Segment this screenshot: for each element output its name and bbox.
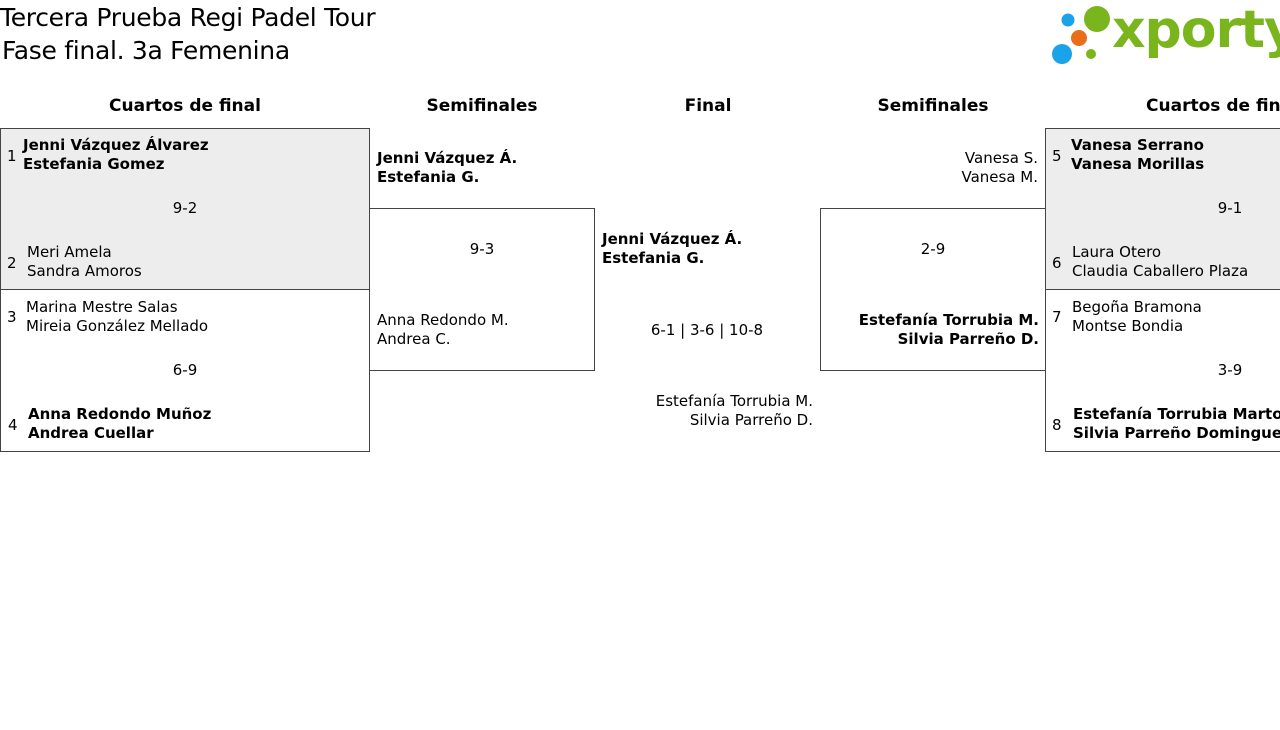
team-6: Laura Otero Claudia Caballero Plaza [1072, 243, 1248, 281]
seed-number: 7 [1052, 308, 1062, 326]
player-name: Jenni Vázquez Álvarez [23, 136, 209, 154]
xporty-logo: xporty [1050, 0, 1280, 68]
seed-number: 2 [7, 254, 17, 272]
player-name: Anna Redondo Muñoz [28, 405, 212, 423]
semi-left-team-a: Jenni Vázquez Á. Estefania G. [377, 149, 517, 187]
phase-subtitle: Fase final. 3a Femenina [2, 36, 290, 65]
quarterfinal-match-4[interactable]: 7 Begoña Bramona Montse Bondia 3-9 8 Est… [1045, 289, 1280, 452]
tournament-title: Tercera Prueba Regi Padel Tour [0, 3, 376, 32]
final-team-a: Jenni Vázquez Á. Estefania G. [602, 230, 742, 268]
team-7: Begoña Bramona Montse Bondia [1072, 298, 1202, 336]
team-3: Marina Mestre Salas Mireia González Mell… [26, 298, 208, 336]
match-score: 6-9 [172, 361, 198, 379]
round-title-left-semis: Semifinales [426, 96, 538, 116]
semi-right-team-b: Estefanía Torrubia M. Silvia Parreño D. [829, 311, 1039, 349]
player-name: Estefania G. [377, 168, 480, 186]
quarterfinal-match-3[interactable]: 5 Vanesa Serrano Vanesa Morillas 9-1 6 L… [1045, 128, 1280, 290]
quarterfinal-match-2[interactable]: 3 Marina Mestre Salas Mireia González Me… [0, 289, 370, 452]
semifinal-match-right[interactable]: 2-9 Estefanía Torrubia M. Silvia Parreño… [820, 208, 1046, 371]
player-name: Silvia Parreño Dominguez [1073, 424, 1280, 442]
logo-dots-icon [1052, 6, 1110, 64]
seed-number: 8 [1052, 416, 1062, 434]
match-score: 9-3 [469, 240, 495, 258]
player-name: Jenni Vázquez Á. [602, 230, 743, 248]
seed-number: 4 [8, 416, 18, 434]
quarterfinal-match-1[interactable]: 1 Jenni Vázquez Álvarez Estefania Gomez … [0, 128, 370, 290]
seed-number: 3 [7, 308, 17, 326]
round-title-right-semis: Semifinales [877, 96, 989, 116]
round-title-final: Final [684, 96, 732, 116]
final-score: 6-1 | 3-6 | 10-8 [650, 321, 764, 339]
semi-right-team-a: Vanesa S. Vanesa M. [838, 149, 1038, 187]
team-1: Jenni Vázquez Álvarez Estefania Gomez [23, 136, 209, 174]
match-score: 9-2 [172, 199, 198, 217]
player-name: Jenni Vázquez Á. [377, 149, 518, 167]
player-name: Silvia Parreño D. [897, 330, 1039, 348]
player-name: Estefanía Torrubia Martos [1073, 405, 1280, 423]
player-name: Estefanía Torrubia M. [858, 311, 1039, 329]
player-name: Estefania G. [602, 249, 705, 267]
team-5: Vanesa Serrano Vanesa Morillas [1071, 136, 1204, 174]
round-title-left-quarters: Cuartos de final [109, 96, 261, 116]
match-score: 3-9 [1217, 361, 1243, 379]
player-name: Andrea C. [377, 330, 451, 348]
team-4: Anna Redondo Muñoz Andrea Cuellar [28, 405, 211, 443]
semi-left-team-b: Anna Redondo M. Andrea C. [377, 311, 509, 349]
match-score: 9-1 [1217, 199, 1243, 217]
logo-text: xporty [1112, 0, 1280, 60]
player-name: Anna Redondo M. [377, 311, 509, 329]
player-name: Sandra Amoros [27, 262, 142, 280]
seed-number: 1 [7, 147, 17, 165]
player-name: Vanesa Morillas [1071, 155, 1205, 173]
player-name: Estefanía Torrubia M. [655, 392, 813, 410]
player-name: Meri Amela [27, 243, 112, 261]
semifinal-match-left[interactable]: 9-3 Anna Redondo M. Andrea C. [369, 208, 595, 371]
player-name: Vanesa M. [961, 168, 1038, 186]
player-name: Vanesa Serrano [1071, 136, 1204, 154]
round-title-right-quarters: Cuartos de final [1146, 96, 1280, 116]
player-name: Mireia González Mellado [26, 317, 209, 335]
seed-number: 6 [1052, 254, 1062, 272]
player-name: Montse Bondia [1072, 317, 1184, 335]
team-2: Meri Amela Sandra Amoros [27, 243, 142, 281]
player-name: Claudia Caballero Plaza [1072, 262, 1249, 280]
player-name: Laura Otero [1072, 243, 1162, 261]
player-name: Estefania Gomez [23, 155, 165, 173]
player-name: Marina Mestre Salas [26, 298, 178, 316]
seed-number: 5 [1052, 147, 1062, 165]
team-8: Estefanía Torrubia Martos Silvia Parreño… [1073, 405, 1280, 443]
player-name: Begoña Bramona [1072, 298, 1202, 316]
final-team-b: Estefanía Torrubia M. Silvia Parreño D. [603, 392, 813, 430]
player-name: Andrea Cuellar [28, 424, 154, 442]
player-name: Vanesa S. [964, 149, 1038, 167]
player-name: Silvia Parreño D. [689, 411, 813, 429]
match-score: 2-9 [920, 240, 946, 258]
